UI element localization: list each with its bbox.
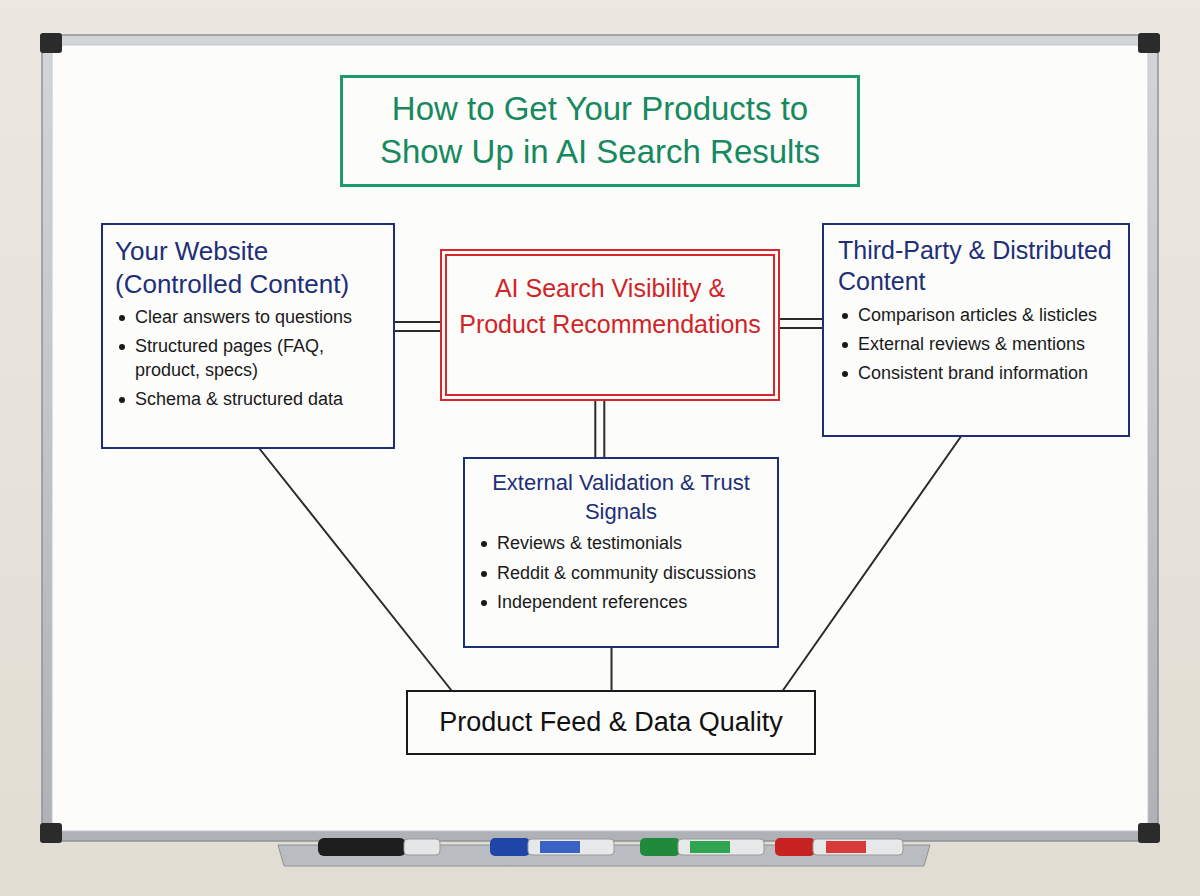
connector-line — [780, 318, 822, 320]
connector-line — [594, 401, 596, 457]
bullet-text: Consistent brand information — [858, 363, 1088, 383]
connector-line — [603, 401, 605, 457]
hub-box: AI Search Visibility & Product Recommend… — [440, 249, 780, 401]
connector — [611, 648, 612, 690]
corner-cap — [40, 33, 62, 53]
bullet-text: Structured pages (FAQ, product, specs) — [135, 336, 324, 379]
bullet-dot — [842, 371, 848, 377]
bullet-row: Consistent brand information — [838, 362, 1116, 385]
bullet-text: External reviews & mentions — [858, 334, 1085, 354]
bullet-dot — [119, 315, 125, 321]
board-surface — [52, 45, 1148, 831]
bullet-dot — [481, 541, 487, 547]
box-heading: AI Search Visibility & Product Recommend… — [457, 270, 763, 343]
bullet-dot — [842, 342, 848, 348]
bullet-row: Reviews & testimonials — [477, 532, 765, 555]
bullet-text: Reviews & testimonials — [497, 533, 682, 553]
bullet-text: Reddit & community discussions — [497, 563, 756, 583]
connector-line — [611, 648, 613, 690]
box-heading: Your Website (Controlled Content) — [115, 235, 381, 300]
bullet-dot — [119, 397, 125, 403]
bullet-row: Structured pages (FAQ, product, specs) — [115, 335, 381, 382]
connector — [783, 437, 960, 690]
green-marker — [640, 838, 764, 856]
bullet-text: Schema & structured data — [135, 389, 343, 409]
connector-line — [783, 437, 960, 690]
connector-line — [395, 321, 440, 323]
heading-wrap: Product Feed & Data Quality — [422, 702, 800, 743]
black-marker — [318, 838, 440, 856]
connector-line — [395, 330, 440, 332]
foundation-box: Product Feed & Data Quality — [406, 690, 816, 755]
heading-wrap: Third-Party & Distributed Content — [838, 235, 1116, 298]
connector — [780, 319, 822, 328]
box-heading: External Validation & Trust Signals — [477, 469, 765, 526]
content-box: Third-Party & Distributed ContentCompari… — [822, 223, 1130, 437]
corner-cap — [40, 823, 62, 843]
blue-marker — [490, 838, 614, 856]
box-heading: Third-Party & Distributed Content — [838, 235, 1116, 298]
bullet-text: Independent references — [497, 592, 687, 612]
heading-wrap: External Validation & Trust Signals — [477, 469, 765, 526]
bullet-row: Schema & structured data — [115, 388, 381, 411]
connector-line — [780, 327, 822, 329]
heading-wrap: Your Website (Controlled Content) — [115, 235, 381, 300]
bullet-text: Comparison articles & listicles — [858, 305, 1097, 325]
bullet-row: External reviews & mentions — [838, 333, 1116, 356]
bullet-row: Comparison articles & listicles — [838, 304, 1116, 327]
connector — [595, 401, 604, 457]
connector-line — [260, 449, 451, 690]
board-frame — [42, 35, 1158, 841]
content-box: Your Website (Controlled Content) Clear a… — [101, 223, 395, 449]
connector — [395, 322, 440, 331]
box-heading: Product Feed & Data Quality — [422, 702, 800, 743]
content-box: External Validation & Trust SignalsRevie… — [463, 457, 779, 648]
red-marker — [775, 838, 903, 856]
title-box: How to Get Your Products to Show Up in A… — [340, 75, 860, 187]
corner-cap — [1138, 33, 1160, 53]
bullet-dot — [481, 571, 487, 577]
bullet-dot — [481, 600, 487, 606]
connector — [260, 449, 451, 690]
bullet-dot — [842, 313, 848, 319]
corner-cap — [1138, 823, 1160, 843]
heading-wrap: AI Search Visibility & Product Recommend… — [457, 270, 763, 343]
bullet-row: Clear answers to questions — [115, 306, 381, 329]
bullet-row: Reddit & community discussions — [477, 562, 765, 585]
bullet-dot — [119, 344, 125, 350]
bullet-text: Clear answers to questions — [135, 307, 352, 327]
bullet-row: Independent references — [477, 591, 765, 614]
